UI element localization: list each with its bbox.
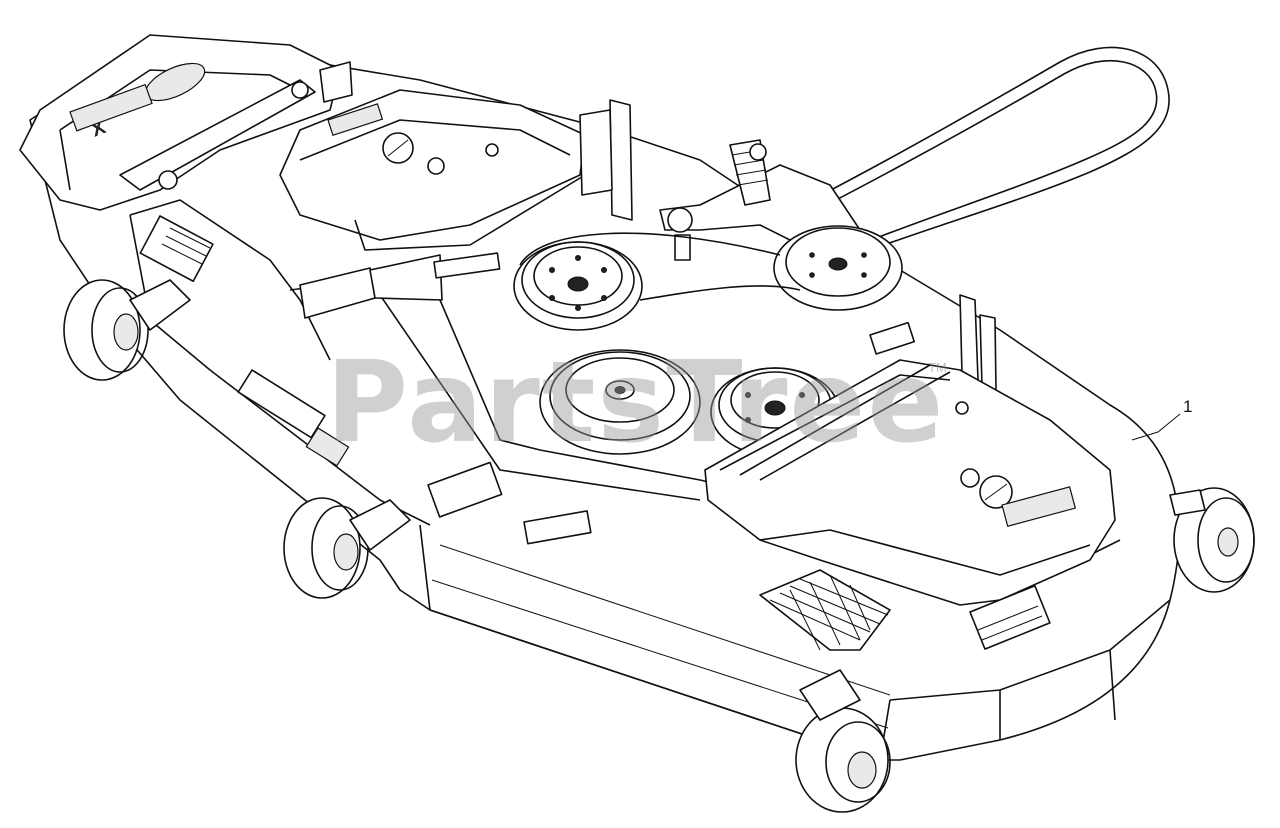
drive-belt (699, 46, 1170, 291)
deck-decals (139, 215, 1051, 650)
wheel-rear-center (795, 669, 891, 813)
watermark-trademark: TM (928, 360, 947, 375)
idler-arm-assembly (659, 139, 861, 261)
deck-hinge (119, 61, 353, 191)
pulley-left-spindle (513, 241, 643, 331)
left-belt-cover: X (19, 34, 341, 211)
support-brackets (299, 99, 997, 391)
gauge-wheels (63, 279, 1255, 813)
wheel-rear-left (283, 497, 411, 599)
callout-leader (1131, 413, 1181, 441)
wheel-front-left (63, 279, 191, 381)
callout-label-1: 1 (1183, 397, 1193, 416)
center-spindle-cover (279, 89, 586, 251)
pulley-idler (773, 225, 903, 311)
wheel-right (1169, 487, 1255, 593)
pulley-center-drive (539, 349, 701, 455)
right-spindle-cover (704, 359, 1116, 606)
deck-grate (759, 569, 891, 651)
